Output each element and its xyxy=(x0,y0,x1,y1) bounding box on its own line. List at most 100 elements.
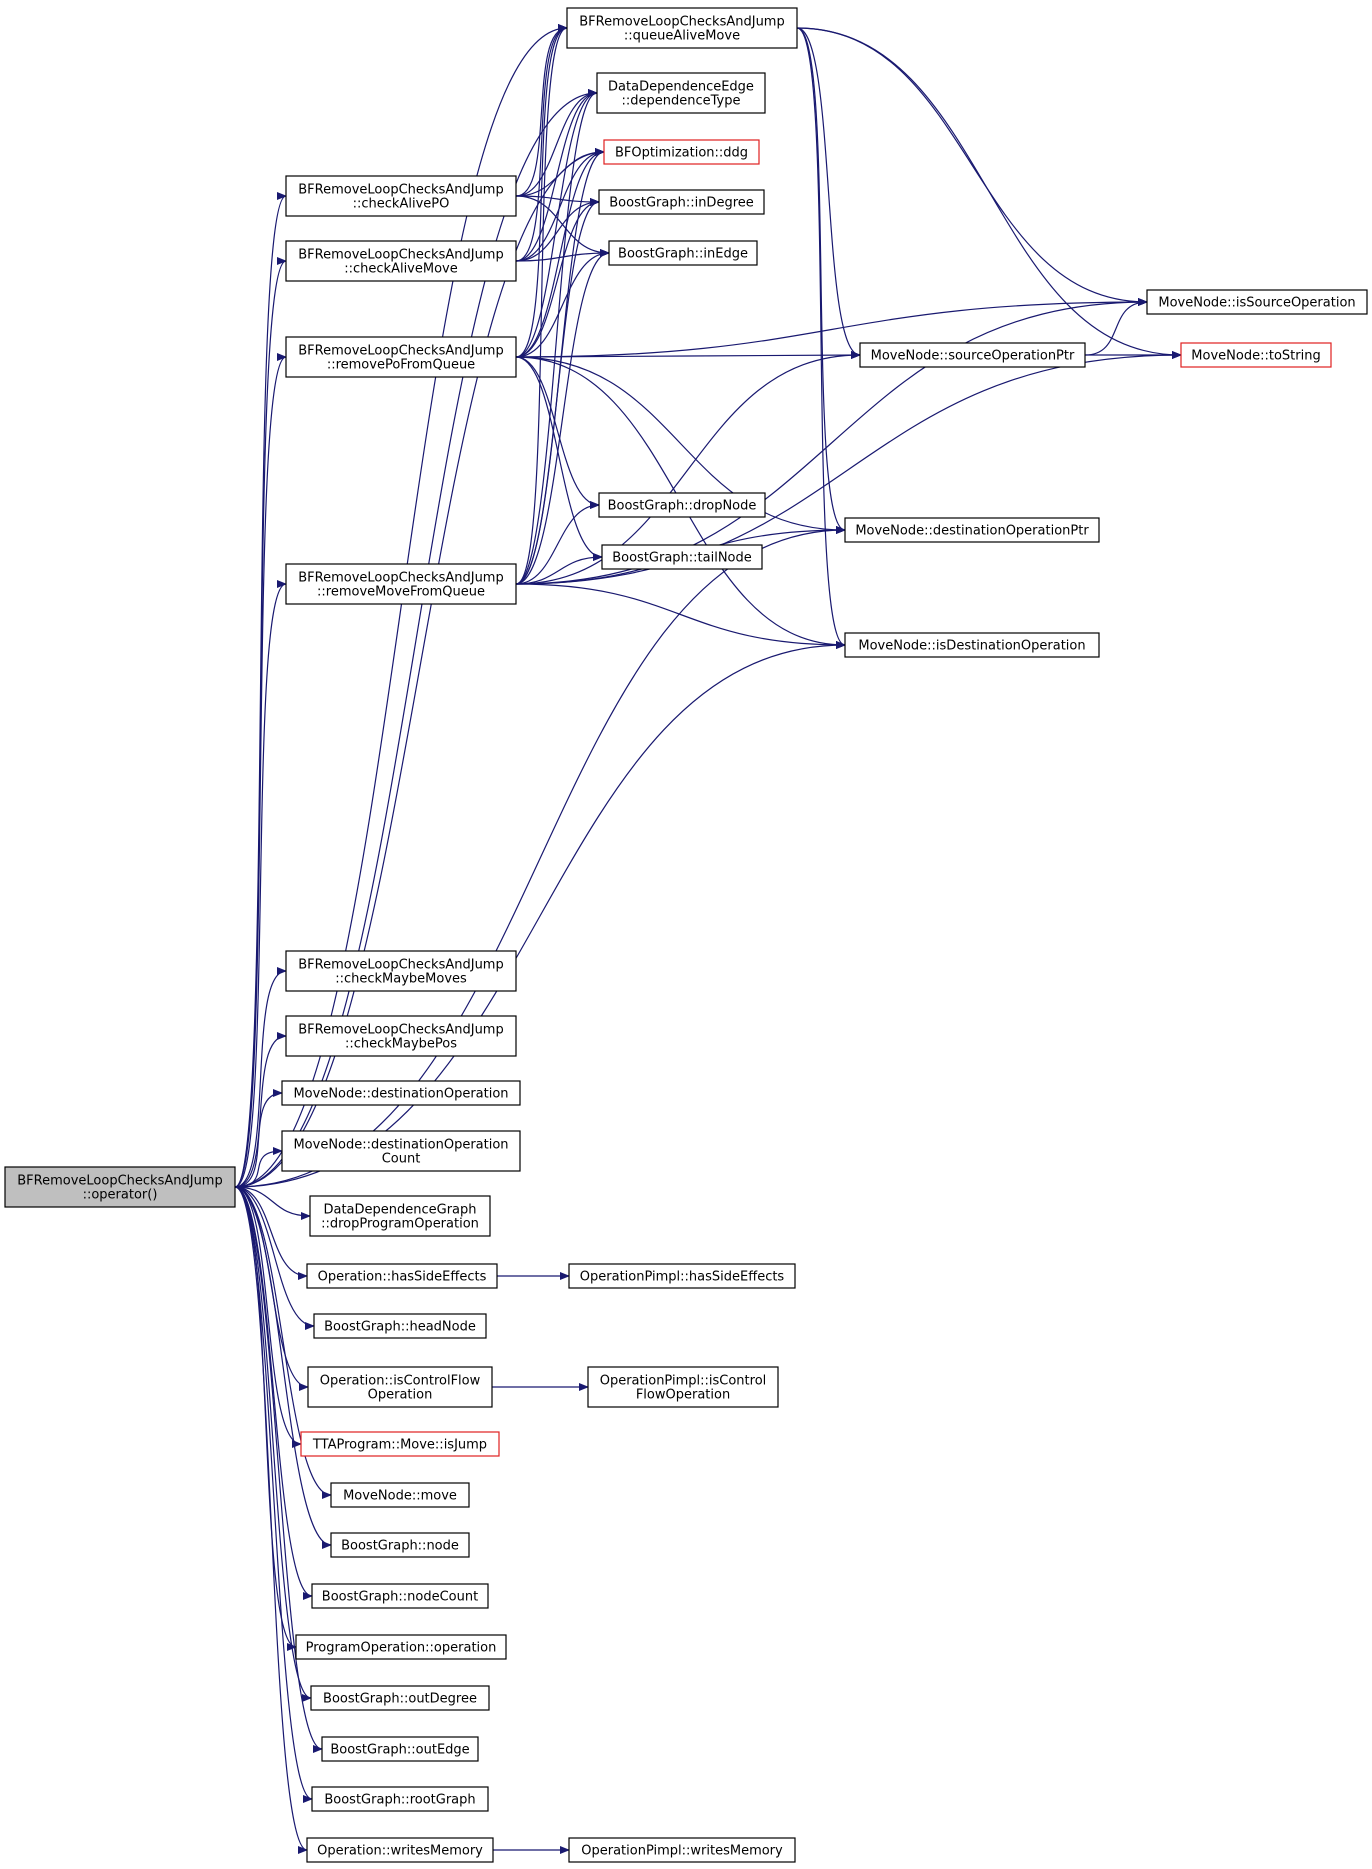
node-has-side-effects[interactable]: Operation::hasSideEffects xyxy=(306,1263,498,1289)
node-label: BFRemoveLoopChecksAndJump xyxy=(298,958,503,973)
node-label: ::queueAliveMove xyxy=(624,29,740,44)
edge-root-to-out-degree xyxy=(234,1186,312,1702)
node-box xyxy=(300,1431,500,1457)
node-in-degree[interactable]: BoostGraph::inDegree xyxy=(598,189,765,215)
node-label: MoveNode::sourceOperationPtr xyxy=(871,349,1075,364)
edge-root-to-queue-alive-move xyxy=(234,24,568,1188)
node-label: BoostGraph::nodeCount xyxy=(322,1590,478,1605)
edge-remove-move-from-queue-to-queue-alive-move xyxy=(515,24,568,585)
node-label: BoostGraph::dropNode xyxy=(608,499,757,514)
node-label: MoveNode::destinationOperation xyxy=(293,1087,508,1102)
edge-remove-move-from-queue-to-source-operation-ptr xyxy=(515,351,861,585)
node-head-node[interactable]: BoostGraph::headNode xyxy=(313,1313,487,1339)
node-label: BFRemoveLoopChecksAndJump xyxy=(298,571,503,586)
node-root[interactable]: BFRemoveLoopChecksAndJump::operator() xyxy=(4,1166,236,1208)
edge-remove-po-from-queue-to-is-source-operation xyxy=(515,298,1148,358)
node-box xyxy=(313,1313,487,1339)
node-is-source-operation[interactable]: MoveNode::isSourceOperation xyxy=(1146,289,1368,315)
edge-root-to-has-side-effects xyxy=(234,1186,308,1280)
node-to-string[interactable]: MoveNode::toString xyxy=(1180,342,1332,368)
node-check-alive-move[interactable]: BFRemoveLoopChecksAndJump::checkAliveMov… xyxy=(285,240,517,282)
node-node[interactable]: BoostGraph::node xyxy=(330,1532,470,1558)
node-drop-program-operation[interactable]: DataDependenceGraph::dropProgramOperatio… xyxy=(309,1195,491,1237)
node-box xyxy=(285,175,517,217)
edge-root-to-node-count xyxy=(234,1186,313,1600)
node-out-edge[interactable]: BoostGraph::outEdge xyxy=(321,1736,479,1762)
edge-root-to-remove-move-from-queue xyxy=(234,580,287,1188)
edge-remove-move-from-queue-to-is-destination-operation xyxy=(515,583,846,649)
node-move[interactable]: MoveNode::move xyxy=(330,1482,470,1508)
node-label: BoostGraph::inEdge xyxy=(618,247,748,262)
node-label: TTAProgram::Move::isJump xyxy=(312,1438,487,1453)
node-box xyxy=(568,1837,796,1863)
node-label: BoostGraph::outEdge xyxy=(330,1743,469,1758)
node-box xyxy=(311,1786,489,1812)
edge-remove-po-from-queue-to-source-operation-ptr xyxy=(515,351,861,360)
node-destination-operation-ptr[interactable]: MoveNode::destinationOperationPtr xyxy=(844,517,1100,543)
node-label: BFRemoveLoopChecksAndJump xyxy=(17,1174,222,1189)
edge-root-to-drop-program-operation xyxy=(234,1186,311,1220)
node-node-count[interactable]: BoostGraph::nodeCount xyxy=(311,1583,489,1609)
node-label: MoveNode::destinationOperationPtr xyxy=(855,524,1089,539)
node-is-destination-operation[interactable]: MoveNode::isDestinationOperation xyxy=(844,632,1100,658)
node-label: FlowOperation xyxy=(636,1388,730,1403)
node-box xyxy=(596,72,766,114)
node-out-degree[interactable]: BoostGraph::outDegree xyxy=(310,1685,490,1711)
edge-check-alive-move-to-in-edge xyxy=(515,249,610,262)
node-destination-operation[interactable]: MoveNode::destinationOperation xyxy=(281,1080,521,1106)
node-label: BFRemoveLoopChecksAndJump xyxy=(298,183,503,198)
node-box xyxy=(285,336,517,378)
node-root-graph[interactable]: BoostGraph::rootGraph xyxy=(311,1786,489,1812)
node-box xyxy=(601,544,763,570)
node-drop-node[interactable]: BoostGraph::dropNode xyxy=(598,492,766,518)
node-source-operation-ptr[interactable]: MoveNode::sourceOperationPtr xyxy=(859,342,1086,368)
edge-remove-po-from-queue-to-drop-node xyxy=(515,356,600,509)
node-label: MoveNode::destinationOperation xyxy=(293,1138,508,1153)
edge-remove-move-from-queue-to-in-degree xyxy=(515,198,600,585)
node-label: BoostGraph::node xyxy=(341,1539,459,1554)
node-pimpl-has-side-effects[interactable]: OperationPimpl::hasSideEffects xyxy=(568,1263,796,1289)
node-box xyxy=(598,189,765,215)
edge-root-to-bfopt-ddg xyxy=(234,148,605,1188)
node-tail-node[interactable]: BoostGraph::tailNode xyxy=(601,544,763,570)
node-check-maybe-pos[interactable]: BFRemoveLoopChecksAndJump::checkMaybePos xyxy=(285,1015,517,1057)
edge-check-alive-po-to-in-degree xyxy=(515,195,600,206)
edge-root-to-head-node xyxy=(234,1186,315,1330)
node-pimpl-writes-memory[interactable]: OperationPimpl::writesMemory xyxy=(568,1837,796,1863)
node-label: MoveNode::isSourceOperation xyxy=(1158,296,1355,311)
edge-root-to-out-edge xyxy=(234,1186,323,1753)
node-box xyxy=(608,240,758,266)
node-writes-memory[interactable]: Operation::writesMemory xyxy=(306,1837,494,1863)
node-in-edge[interactable]: BoostGraph::inEdge xyxy=(608,240,758,266)
edge-remove-po-from-queue-to-in-degree xyxy=(515,198,600,358)
node-is-jump[interactable]: TTAProgram::Move::isJump xyxy=(300,1431,500,1457)
node-queue-alive-move[interactable]: BFRemoveLoopChecksAndJump::queueAliveMov… xyxy=(566,7,798,49)
node-box xyxy=(295,1634,507,1660)
node-dependence-type[interactable]: DataDependenceEdge::dependenceType xyxy=(596,72,766,114)
node-box xyxy=(598,492,766,518)
node-bfopt-ddg[interactable]: BFOptimization::ddg xyxy=(603,139,760,165)
edge-root-to-destination-operation xyxy=(234,1089,283,1188)
node-label: DataDependenceEdge xyxy=(608,80,754,95)
node-operation[interactable]: ProgramOperation::operation xyxy=(295,1634,507,1660)
edge-source-operation-ptr-to-is-source-operation xyxy=(1084,298,1148,356)
node-label: BFRemoveLoopChecksAndJump xyxy=(298,1023,503,1038)
edge-root-to-check-alive-move xyxy=(234,257,287,1188)
nodes-layer: BFRemoveLoopChecksAndJump::operator()BFR… xyxy=(4,7,1368,1863)
node-check-alive-po[interactable]: BFRemoveLoopChecksAndJump::checkAlivePO xyxy=(285,175,517,217)
node-box xyxy=(306,1837,494,1863)
node-check-maybe-moves[interactable]: BFRemoveLoopChecksAndJump::checkMaybeMov… xyxy=(285,950,517,992)
edge-root-to-dependence-type xyxy=(234,89,598,1188)
edge-queue-alive-move-to-source-operation-ptr xyxy=(796,27,861,359)
node-label: ::checkAliveMove xyxy=(344,262,458,277)
edge-root-to-remove-po-from-queue xyxy=(234,353,287,1188)
node-remove-po-from-queue[interactable]: BFRemoveLoopChecksAndJump::removePoFromQ… xyxy=(285,336,517,378)
node-box xyxy=(844,517,1100,543)
edge-check-alive-po-to-queue-alive-move xyxy=(515,24,568,197)
edge-root-to-node xyxy=(234,1186,332,1549)
node-box xyxy=(1146,289,1368,315)
node-remove-move-from-queue[interactable]: BFRemoveLoopChecksAndJump::removeMoveFro… xyxy=(285,563,517,605)
